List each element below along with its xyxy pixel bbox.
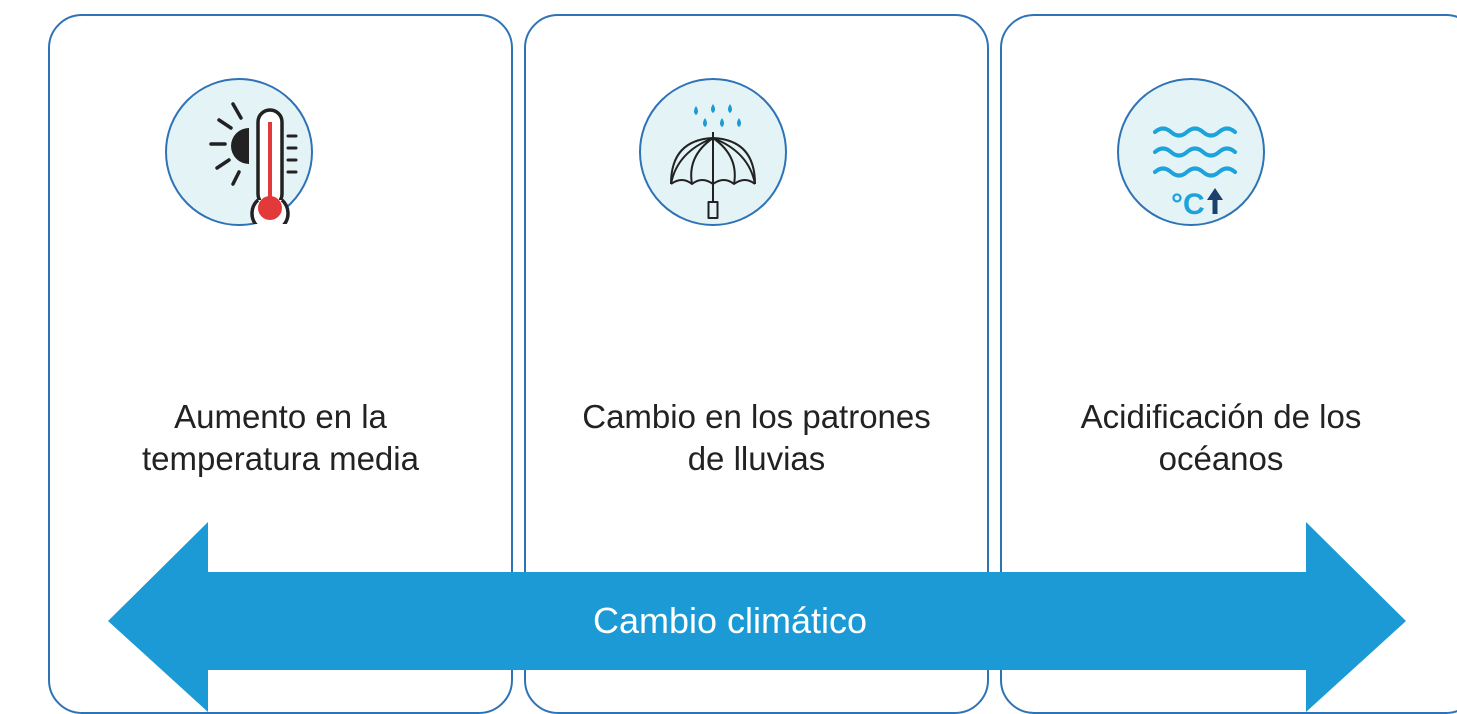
icon-circle (165, 78, 313, 226)
icon-circle: °C (1117, 78, 1265, 226)
label-line: Aumento en la (174, 398, 387, 435)
icon-circle (639, 78, 787, 226)
umbrella-rain-icon (670, 104, 756, 219)
panel-label: Cambio en los patrones de lluvias (526, 396, 987, 480)
panel-label: Aumento en la temperatura media (50, 396, 511, 480)
double-arrow-shape (108, 522, 1406, 712)
panel-label: Acidificación de los océanos (1002, 396, 1440, 480)
celsius-text: °C (1171, 188, 1205, 221)
ocean-waves-icon: °C (1153, 126, 1237, 221)
label-line: Cambio en los patrones (582, 398, 931, 435)
label-line: temperatura media (142, 440, 419, 477)
arrow-label: Cambio climático (592, 600, 868, 641)
label-line: Acidificación de los (1080, 398, 1362, 435)
arrow-up-icon (1207, 188, 1223, 214)
label-line: océanos (1158, 440, 1284, 477)
thermometer-sun-icon (209, 102, 298, 224)
label-line: de lluvias (687, 440, 826, 477)
